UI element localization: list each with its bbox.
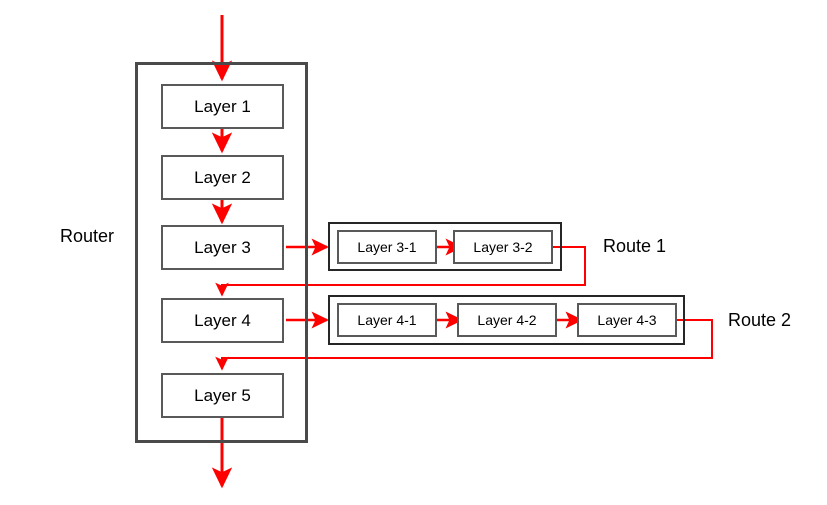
node-layer-4-2[interactable]: Layer 4-2	[457, 303, 557, 337]
return-path-route-2	[215, 319, 713, 371]
node-layer-2[interactable]: Layer 2	[161, 155, 284, 200]
node-layer-4[interactable]: Layer 4	[161, 298, 284, 343]
node-layer-3-2[interactable]: Layer 3-2	[453, 230, 553, 264]
node-layer-5[interactable]: Layer 5	[161, 373, 284, 418]
route-1-label: Route 1	[603, 236, 667, 256]
node-layer-3[interactable]: Layer 3	[161, 225, 284, 270]
router-label: Router	[60, 226, 115, 246]
route-1-group	[328, 222, 562, 271]
route-2-label: Route 2	[728, 310, 792, 330]
node-layer-3-1[interactable]: Layer 3-1	[337, 230, 437, 264]
route-2-group	[328, 295, 685, 345]
router-container	[135, 62, 308, 443]
node-layer-4-3[interactable]: Layer 4-3	[577, 303, 677, 337]
return-path-route-1	[215, 246, 586, 297]
node-layer-4-1[interactable]: Layer 4-1	[337, 303, 437, 337]
node-layer-1[interactable]: Layer 1	[161, 84, 284, 129]
